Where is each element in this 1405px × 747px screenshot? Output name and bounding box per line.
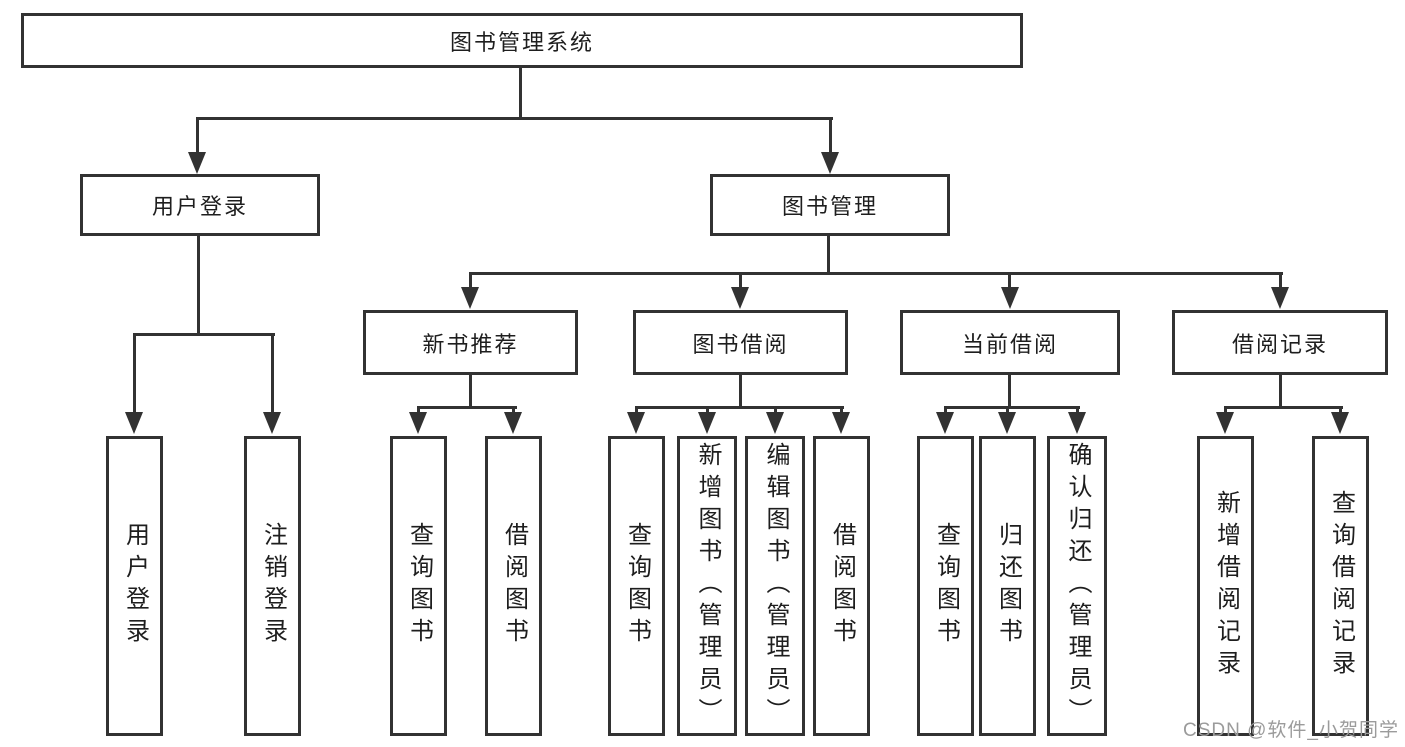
connector-bus [635,406,844,409]
node-label: 借阅记录 [1231,331,1328,357]
connector-trunk [197,234,200,336]
leaf-query-books-2: 查询图书 [608,436,665,736]
node-label: 新书推荐 [422,331,519,357]
arrow-down-icon [461,287,479,309]
connector-bus [944,406,1080,409]
arrow-down-icon [1331,412,1349,434]
leaf-user-login: 用户登录 [106,436,163,736]
connector-drop [133,334,136,414]
connector-bus [417,406,517,409]
leaf-label: 归还图书 [994,522,1022,650]
connector-drop [774,408,777,414]
arrow-down-icon [832,412,850,434]
connector-drop [829,118,832,154]
node-root: 图书管理系统 [21,13,1023,68]
leaf-label: 编辑图书（管理员） [762,442,789,730]
arrow-down-icon [188,152,206,174]
node-label: 用户登录 [151,194,248,219]
connector-trunk [739,373,742,409]
connector-bus [469,272,1283,275]
arrow-down-icon [409,412,427,434]
arrow-down-icon [766,412,784,434]
node-book-management: 图书管理 [710,174,950,236]
connector-drop [1224,408,1227,414]
arrow-down-icon [1068,412,1086,434]
node-root-label: 图书管理系统 [449,29,594,55]
csdn-watermark: CSDN @软件_小贺同学 [1183,720,1399,741]
leaf-label: 借阅图书 [500,522,528,650]
arrow-down-icon [821,152,839,174]
connector-drop [1008,274,1011,289]
connector-root-bus [196,117,833,120]
connector-drop [706,408,709,414]
node-new-book-recommend: 新书推荐 [363,310,578,375]
leaf-add-books-admin: 新增图书（管理员） [677,436,737,736]
leaf-confirm-return-admin: 确认归还（管理员） [1047,436,1107,736]
arrow-down-icon [627,412,645,434]
connector-drop [739,274,742,289]
arrow-down-icon [998,412,1016,434]
connector-drop [1076,408,1079,414]
node-label: 图书借阅 [692,331,789,357]
connector-drop [271,334,274,414]
leaf-borrow-books-2: 借阅图书 [813,436,870,736]
arrow-down-icon [698,412,716,434]
connector-drop [1279,274,1282,289]
leaf-label: 新增图书（管理员） [694,442,721,730]
node-current-borrow: 当前借阅 [900,310,1120,375]
arrow-down-icon [1271,287,1289,309]
leaf-logout: 注销登录 [244,436,301,736]
connector-bus [133,333,275,336]
connector-trunk [1279,373,1282,409]
leaf-label: 查询借阅记录 [1327,490,1355,682]
connector-drop [512,408,515,414]
leaf-label: 新增借阅记录 [1212,490,1240,682]
node-book-borrow: 图书借阅 [633,310,848,375]
node-label: 当前借阅 [961,331,1058,357]
arrow-down-icon [504,412,522,434]
leaf-return-books: 归还图书 [979,436,1036,736]
leaf-query-borrow-record: 查询借阅记录 [1312,436,1369,736]
arrow-down-icon [1001,287,1019,309]
leaf-label: 查询图书 [405,522,433,650]
connector-trunk [827,234,830,275]
connector-trunk [1008,373,1011,409]
connector-drop [196,118,199,154]
leaf-query-books-3: 查询图书 [917,436,974,736]
leaf-edit-books-admin: 编辑图书（管理员） [745,436,805,736]
connector-drop [1339,408,1342,414]
connector-drop [944,408,947,414]
connector-bus [1224,406,1343,409]
arrow-down-icon [125,412,143,434]
leaf-label: 借阅图书 [828,522,856,650]
connector-root-trunk [519,65,522,119]
connector-drop [840,408,843,414]
arrow-down-icon [936,412,954,434]
node-user-login: 用户登录 [80,174,320,236]
connector-trunk [469,373,472,409]
leaf-label: 查询图书 [623,522,651,650]
leaf-label: 注销登录 [259,522,287,650]
connector-drop [469,274,472,289]
leaf-label: 查询图书 [932,522,960,650]
connector-drop [1006,408,1009,414]
arrow-down-icon [263,412,281,434]
connector-drop [417,408,420,414]
leaf-label: 用户登录 [121,522,149,650]
leaf-borrow-books-1: 借阅图书 [485,436,542,736]
connector-drop [635,408,638,414]
node-label: 图书管理 [781,194,878,219]
arrow-down-icon [731,287,749,309]
leaf-label: 确认归还（管理员） [1064,442,1091,730]
node-borrow-records: 借阅记录 [1172,310,1388,375]
leaf-query-books-1: 查询图书 [390,436,447,736]
leaf-add-borrow-record: 新增借阅记录 [1197,436,1254,736]
arrow-down-icon [1216,412,1234,434]
